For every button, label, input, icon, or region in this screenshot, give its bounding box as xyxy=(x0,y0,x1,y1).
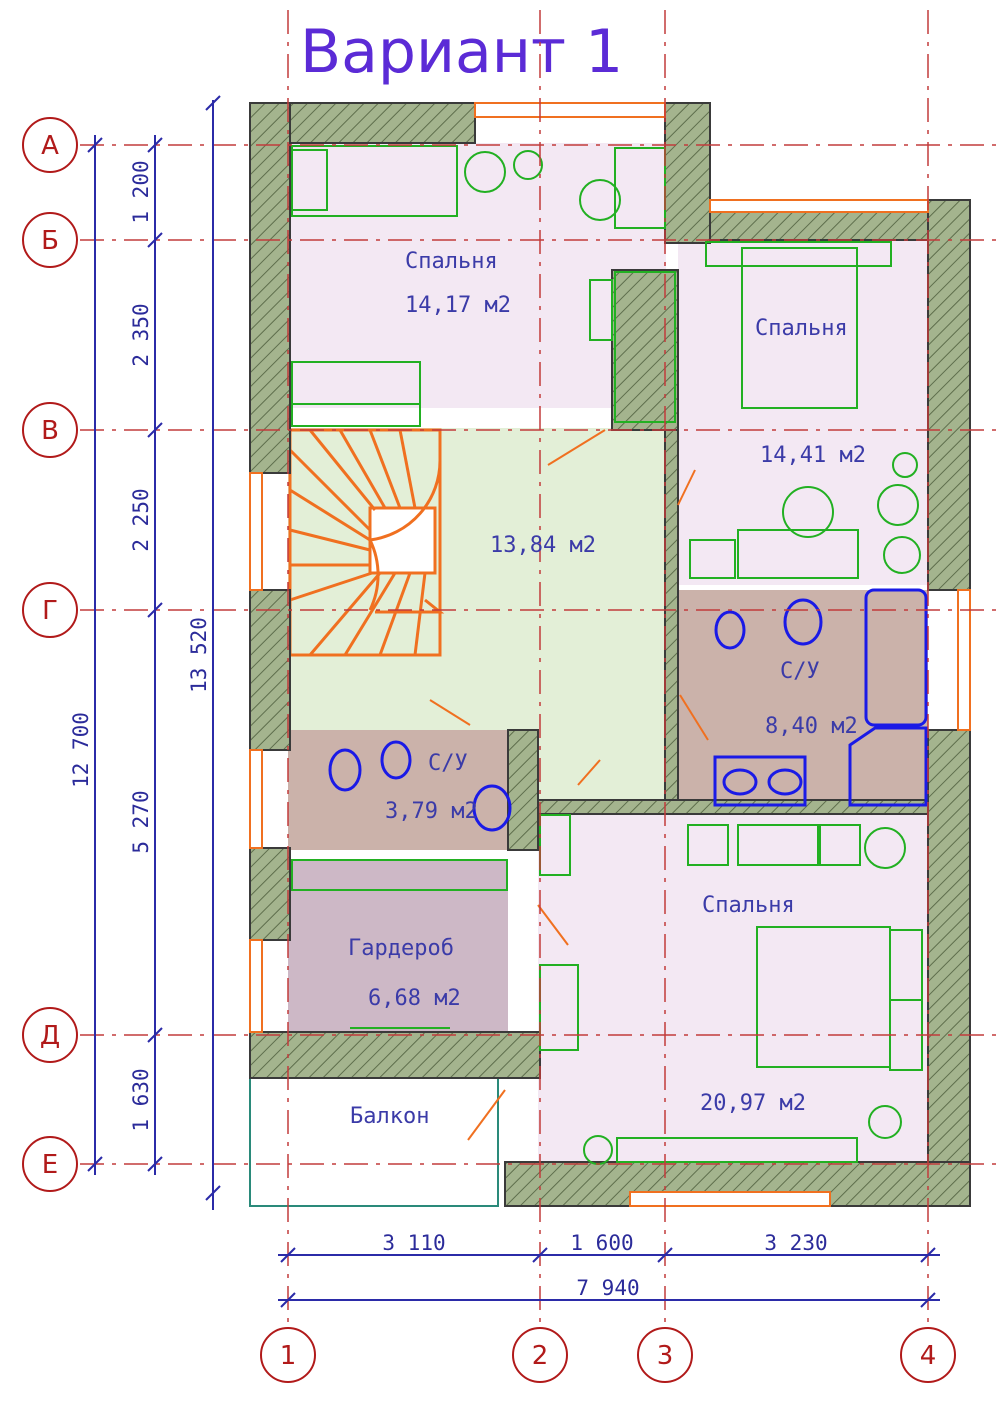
dim-bottom-seg-1: 3 110 xyxy=(382,1231,445,1255)
wall-north-mid xyxy=(664,102,711,244)
col-axis-2: 2 xyxy=(512,1327,568,1383)
col-axis-4: 4 xyxy=(900,1327,956,1383)
room-area-bedroom-2: 14,41 м2 xyxy=(760,443,866,468)
wall-east-low xyxy=(927,729,971,1206)
bed-bedroom-2 xyxy=(741,247,858,409)
shower xyxy=(848,726,928,807)
col-axis-label-3: 3 xyxy=(657,1341,674,1371)
wall-west-top xyxy=(249,102,291,474)
row-axis-e: Е xyxy=(22,1136,78,1192)
col-axis-label-4: 4 xyxy=(920,1341,937,1371)
wall-interior-2 xyxy=(664,429,679,811)
wall-interior-1 xyxy=(611,269,679,431)
row-axis-label-d: Д xyxy=(40,1021,60,1051)
page-title: Вариант 1 xyxy=(300,17,623,87)
dim-bottom-seg-2: 1 600 xyxy=(570,1231,633,1255)
toilet-2 xyxy=(328,748,362,792)
windows xyxy=(249,102,971,1207)
bedroom-2-fill xyxy=(678,240,928,585)
row-axes: А Б В Г Д Е xyxy=(22,117,78,1192)
row-axis-b: Б xyxy=(22,212,78,268)
row-axis-label-e: Е xyxy=(42,1150,58,1180)
col-axis-3: 3 xyxy=(637,1327,693,1383)
row-axis-d: Д xyxy=(22,1007,78,1063)
room-area-bathroom-1: 8,40 м2 xyxy=(765,714,858,739)
wall-west-mid xyxy=(249,589,291,751)
bathroom-2-fill xyxy=(288,730,508,850)
wall-east-top xyxy=(927,199,971,591)
room-fills xyxy=(249,143,928,1207)
dim-left-total: 12 700 xyxy=(69,712,93,788)
bath-fixtures xyxy=(328,588,928,832)
room-name-bathroom-2: С/У xyxy=(428,751,468,776)
furniture xyxy=(291,145,923,1163)
balcony-fill xyxy=(249,1077,499,1207)
grid-lines xyxy=(80,10,1000,1330)
wardrobe-fill xyxy=(288,860,508,1032)
bathtub xyxy=(864,588,928,727)
row-axis-label-a: А xyxy=(41,131,59,161)
dimension-lines xyxy=(87,95,940,1308)
room-area-bedroom-1: 14,17 м2 xyxy=(405,293,511,318)
bedroom-1-fill xyxy=(288,143,666,408)
col-axis-label-2: 2 xyxy=(532,1341,549,1371)
wall-west-low xyxy=(249,847,291,941)
room-name-wardrobe: Гардероб xyxy=(348,936,454,961)
bedroom-3-fill xyxy=(538,812,928,1162)
room-labels: Спальня 14,17 м2 Спальня 14,41 м2 13,84 … xyxy=(348,249,866,1129)
row-axis-label-v: В xyxy=(41,416,59,446)
dim-left-seg-5: 1 630 xyxy=(129,1068,153,1131)
wall-interior-4 xyxy=(537,799,929,815)
row-axis-label-b: Б xyxy=(41,226,59,256)
wall-balcony xyxy=(249,1031,541,1079)
bathroom-1-fill xyxy=(678,590,928,805)
room-area-wardrobe: 6,68 м2 xyxy=(368,986,461,1011)
room-name-bathroom-1: С/У xyxy=(780,659,820,684)
dim-left-overall: 13 520 xyxy=(187,617,211,693)
toilet-1 xyxy=(714,610,746,650)
col-axis-1: 1 xyxy=(260,1327,316,1383)
dim-left-seg-3: 2 250 xyxy=(129,488,153,551)
row-axis-v: В xyxy=(22,402,78,458)
row-axis-g: Г xyxy=(22,582,78,638)
dim-bottom-seg-3: 3 230 xyxy=(764,1231,827,1255)
room-name-bedroom-1: Спальня xyxy=(405,249,498,274)
room-name-bedroom-3: Спальня xyxy=(702,893,795,918)
row-axis-a: А xyxy=(22,117,78,173)
col-axis-label-1: 1 xyxy=(280,1341,297,1371)
dimension-labels: 1 200 2 350 2 250 5 270 1 630 12 700 13 … xyxy=(69,160,828,1300)
dim-bottom-total: 7 940 xyxy=(576,1276,639,1300)
row-axis-label-g: Г xyxy=(42,596,58,626)
col-axes: 1 2 3 4 xyxy=(260,1327,956,1383)
dim-left-seg-1: 1 200 xyxy=(129,160,153,223)
wall-interior-3 xyxy=(507,729,539,851)
doors xyxy=(429,429,709,1141)
room-name-bedroom-2: Спальня xyxy=(755,316,848,341)
dim-left-seg-4: 5 270 xyxy=(129,790,153,853)
plants xyxy=(464,150,921,1165)
room-name-balcony: Балкон xyxy=(350,1104,429,1129)
room-area-hall: 13,84 м2 xyxy=(490,533,596,558)
wardrobe-bedroom-2 xyxy=(614,271,676,423)
room-area-bathroom-2: 3,79 м2 xyxy=(385,799,478,824)
dim-left-seg-2: 2 350 xyxy=(129,303,153,366)
room-area-bedroom-3: 20,97 м2 xyxy=(700,1091,806,1116)
